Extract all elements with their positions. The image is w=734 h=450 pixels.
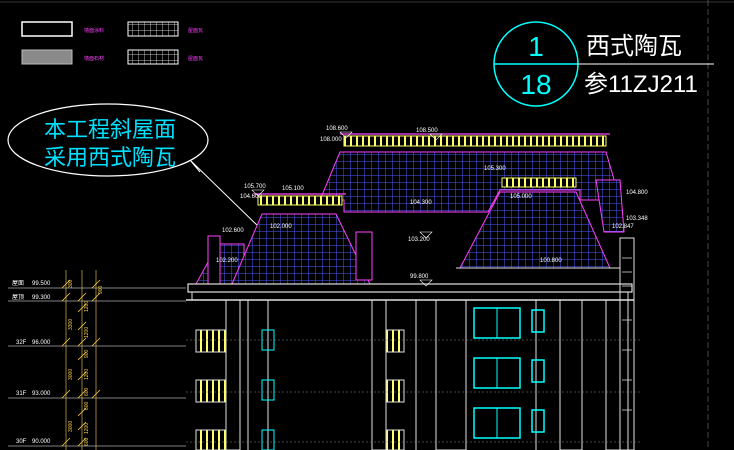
elev-mark: 104.600 — [240, 194, 262, 200]
balcony-railing — [385, 429, 405, 450]
dim-value: 600 — [84, 387, 90, 396]
facade — [186, 237, 640, 450]
elev-mark: 104.800 — [626, 190, 648, 196]
dormer-wall — [355, 231, 373, 281]
ref-standard: 参11ZJ211 — [584, 71, 698, 98]
callout-leader — [189, 159, 263, 231]
balcony-railing — [385, 329, 405, 353]
column-joints — [622, 257, 632, 411]
ref-title: 西式陶瓦 — [586, 32, 682, 60]
elev-mark: 105.000 — [510, 194, 532, 200]
balcony-railing — [195, 329, 227, 353]
elev-mark: 108.600 — [326, 126, 348, 132]
elev-mark: 100.800 — [540, 258, 562, 264]
balcony-railing — [385, 379, 405, 403]
floor-label: 30F — [16, 439, 27, 445]
legend-label: 墙面石材 — [84, 55, 104, 62]
material-legend: 墙面涂料 墙面石材 屋面瓦 屋面瓦 — [21, 21, 203, 65]
dim-value: 3300 — [68, 319, 74, 330]
window-small — [531, 359, 545, 383]
roof-note-callout: 本工程斜屋面 采用西式陶瓦 — [7, 103, 263, 231]
legend-label: 屋面瓦 — [188, 28, 203, 34]
eave-cornice — [186, 267, 634, 301]
floor-levels: 屋面 99.500 屋顶 99.300 32F 96.000 31F 93.00… — [8, 280, 186, 447]
dim-value: 900 — [98, 285, 104, 294]
floor-elev: 96.000 — [32, 340, 51, 346]
dim-value: 1200 — [84, 423, 90, 434]
callout-bubble — [7, 103, 209, 177]
dim-value: 600 — [84, 401, 90, 410]
window-small — [531, 309, 545, 333]
dim-value: 3000 — [68, 421, 74, 432]
elev-mark: 102.000 — [270, 224, 292, 230]
roof-elevation-marks: 108.600 108.500 108.000 105.700 105.100 … — [216, 126, 648, 287]
pilaster — [605, 299, 629, 450]
cornice-band — [187, 283, 633, 293]
elev-mark: 104.300 — [410, 200, 432, 206]
legend-swatch-wall-paint — [21, 21, 73, 37]
detail-reference: 1 18 西式陶瓦 参11ZJ211 — [493, 21, 714, 107]
roof-railings — [254, 133, 610, 206]
roof-right-side — [595, 179, 625, 233]
window-small — [261, 379, 275, 401]
elev-mark: 105.100 — [282, 186, 304, 192]
dim-ticks — [61, 279, 101, 447]
dim-value: 300 — [68, 279, 74, 288]
elev-mark: 103.348 — [626, 216, 648, 222]
elev-mark: 102.200 — [216, 258, 238, 264]
pilaster — [371, 299, 387, 450]
elev-mark: 99.800 — [410, 274, 429, 280]
elev-mark: 103.200 — [408, 237, 430, 243]
mid-railing — [257, 195, 343, 206]
window-small — [261, 429, 275, 450]
dim-value: 600 — [84, 437, 90, 446]
elev-mark: 108.500 — [416, 128, 438, 134]
callout-line-2: 采用西式陶瓦 — [44, 146, 176, 171]
legend-swatch-tile — [127, 21, 179, 37]
top-railing — [343, 135, 607, 147]
balcony-railing — [195, 379, 227, 403]
pilaster — [225, 299, 241, 450]
dim-value: 900 — [84, 349, 90, 358]
elev-mark: 102.600 — [222, 228, 244, 234]
elev-mark: 105.300 — [484, 166, 506, 172]
roof-main — [319, 151, 621, 213]
roof-left-mid — [231, 213, 371, 285]
balcony-railing — [195, 429, 227, 450]
elev-mark: 108.000 — [320, 137, 342, 143]
right-railing — [501, 177, 577, 188]
floor-label: 屋顶 — [12, 294, 24, 301]
column — [619, 237, 635, 450]
dimension-chains: 300 1200 3300 1200 3000 1200 3000 900 90… — [61, 270, 104, 450]
roof-tiles — [195, 151, 625, 285]
floor-elev: 99.500 — [32, 281, 51, 287]
callout-line-1: 本工程斜屋面 — [44, 118, 176, 143]
dim-value: 1200 — [84, 301, 90, 312]
dim-value: 1200 — [84, 327, 90, 338]
floor-label: 32F — [16, 340, 27, 346]
dim-value: 1200 — [84, 369, 90, 380]
elev-mark: 105.700 — [244, 184, 266, 190]
cornice-band — [191, 291, 629, 301]
pilaster — [559, 299, 583, 450]
dim-value: 3000 — [68, 369, 74, 380]
legend-label: 屋面瓦 — [188, 56, 203, 62]
legend-label: 墙面涂料 — [84, 27, 104, 34]
legend-swatch-tile-2 — [127, 49, 179, 65]
pilaster — [435, 299, 467, 450]
window-small — [531, 409, 545, 433]
ref-sheet-number: 18 — [520, 69, 551, 100]
floor-label: 屋面 — [12, 280, 24, 287]
elev-triangles — [251, 131, 443, 287]
elev-mark: 102.847 — [612, 224, 634, 230]
ref-detail-number: 1 — [528, 31, 544, 62]
floor-elev: 90.000 — [32, 439, 51, 445]
floor-elev: 93.000 — [32, 391, 51, 397]
floor-label: 31F — [16, 391, 27, 397]
legend-swatch-stone — [21, 49, 73, 65]
floor-elev: 99.300 — [32, 295, 51, 301]
